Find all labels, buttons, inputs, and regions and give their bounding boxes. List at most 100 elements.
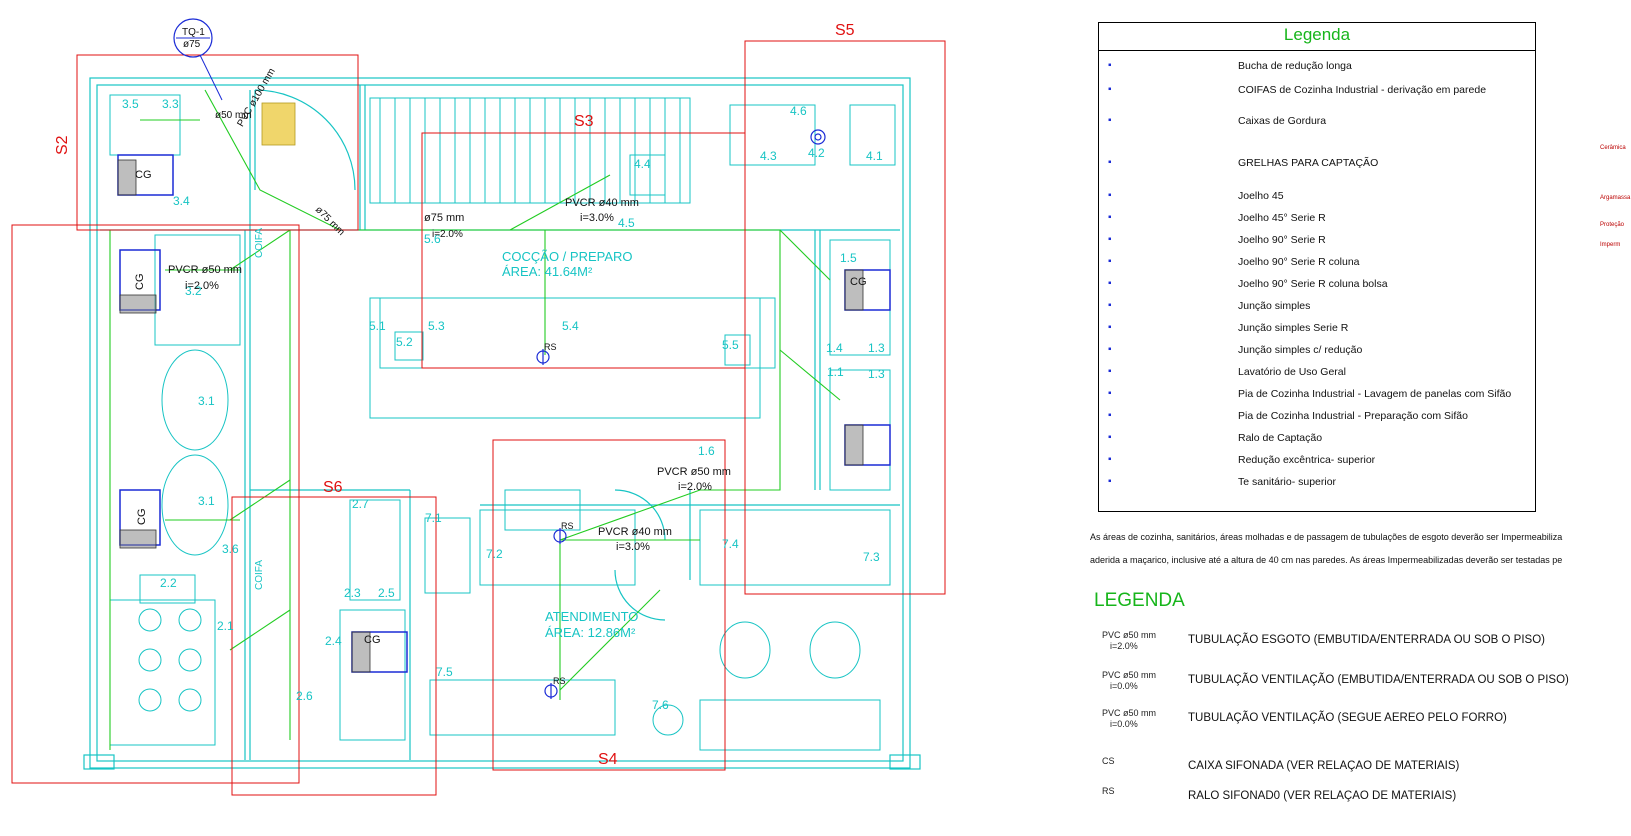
pipe-label-11: i=2.0%	[185, 280, 219, 292]
legend-box	[1098, 22, 1536, 512]
label-5-5: 5.5	[722, 338, 739, 352]
label-1-4: 1.4	[826, 341, 843, 355]
cg-label-3: CG	[136, 509, 148, 526]
label-2-1: 2.1	[217, 619, 234, 633]
floor-plan-drawing: TQ-1 ø75 S2 S3 S4 S5 S6 COCÇÃO / PREPARO…	[0, 0, 946, 796]
label-cg-1: CG	[135, 169, 152, 181]
legenda2-text: CAIXA SIFONADA (VER RELAÇAO DE MATERIAIS…	[1188, 760, 1460, 772]
legenda2-key-line1: PVC ø50 mm	[1102, 630, 1157, 640]
legend-item-label: Ralo de Captação	[1238, 432, 1323, 444]
legenda2-key-line2: i=2.0%	[1110, 641, 1138, 651]
pipe-label-12: PVCR ø40 mm	[565, 197, 639, 209]
staircase	[369, 97, 691, 204]
section-s2: S2	[54, 135, 71, 155]
label-5-3: 5.3	[428, 319, 445, 333]
legend-item-label: Joelho 90° Serie R coluna bolsa	[1238, 278, 1388, 290]
joelho90r-icon: ▪	[1108, 234, 1112, 245]
legenda2-key-line2: i=0.0%	[1110, 719, 1138, 729]
area-atendimento-size: ÁREA: 12.86M²	[545, 625, 636, 640]
side-note-4: Imperm	[1600, 242, 1621, 248]
rs-label-4: RS	[0, 0, 2, 1]
coifa-label-1: COIFA	[254, 228, 265, 258]
pipes	[109, 89, 841, 750]
legend-item-label: Te sanitário- superior	[1238, 476, 1337, 488]
tq1-label-1: TQ-1	[182, 27, 205, 38]
juncao-r-icon: ▪	[1108, 322, 1112, 333]
side-note-2: Argamassa	[1600, 195, 1631, 201]
pipe-label-2: i=2.0%	[678, 481, 712, 493]
legend-item-label: Pia de Cozinha Industrial - Lavagem de p…	[1238, 388, 1512, 400]
pipe-label-5: ø75 mm	[424, 212, 464, 224]
juncao-icon: ▪	[1108, 300, 1112, 311]
pia-lavagem-icon: ▪	[1108, 388, 1112, 399]
pipe-label-1: PVCR ø50 mm	[657, 466, 731, 478]
area-atendimento-name: ATENDIMENTO	[545, 609, 638, 624]
label-1-5: 1.5	[840, 251, 857, 265]
label-1-3-b: 1.3	[868, 367, 885, 381]
label-2-5: 2.5	[378, 586, 395, 600]
label-7-5: 7.5	[436, 665, 453, 679]
section-s5: S5	[835, 22, 855, 39]
tq1-label-2: ø75	[183, 39, 201, 50]
label-4-5: 4.5	[618, 216, 635, 230]
rs-label-1: RS	[544, 342, 557, 352]
label-2-4: 2.4	[325, 634, 342, 648]
ralo-icon: ▪	[1108, 432, 1112, 443]
coifa-label-2: COIFA	[254, 560, 265, 590]
pipe-label-8: ø75 mm	[313, 204, 347, 238]
coifa-icon: ▪	[1108, 84, 1112, 95]
label-3-2: 3.2	[185, 284, 202, 298]
joelho45-icon: ▪	[1108, 190, 1112, 201]
label-4-4: 4.4	[634, 157, 651, 171]
label-1-1: 1.1	[827, 365, 844, 379]
legend-item-label: Joelho 45	[1238, 190, 1284, 202]
rs-label-3: RS	[553, 676, 566, 686]
label-7-2: 7.2	[486, 547, 503, 561]
grease-hatches	[117, 102, 864, 673]
rs-label-2: RS	[561, 521, 574, 531]
section-s6: S6	[323, 479, 343, 496]
caixa-gordura-icon: ▪	[1108, 115, 1112, 126]
legenda2-key: RS	[1102, 786, 1182, 797]
pipe-label-4: i=3.0%	[616, 541, 650, 553]
joelho90rcb-icon: ▪	[1108, 278, 1112, 289]
cg-label-5: CG	[850, 276, 867, 288]
note-line-2: aderida a maçarico, inclusive até a altu…	[1090, 555, 1563, 565]
joelho45r-icon: ▪	[1108, 212, 1112, 223]
label-7-6: 7.6	[652, 698, 669, 712]
legenda2-key-line1: RS	[1102, 786, 1115, 796]
bucha-icon: ▪	[1108, 60, 1112, 71]
tq1-circle	[173, 18, 213, 58]
label-3-1-b: 3.1	[198, 494, 215, 508]
legenda2-key-line2: i=0.0%	[1110, 681, 1138, 691]
pipe-label-7: ø50 mm	[215, 110, 252, 121]
note-line-1: As áreas de cozinha, sanitários, áreas m…	[1090, 532, 1563, 542]
te-icon: ▪	[1108, 476, 1112, 487]
label-1-3-a: 1.3	[868, 341, 885, 355]
label-5-4: 5.4	[562, 319, 579, 333]
label-2-6: 2.6	[296, 689, 313, 703]
legend-item-label: COIFAS de Cozinha Industrial - derivação…	[1238, 84, 1487, 96]
pipe-label-3: PVCR ø40 mm	[598, 526, 672, 538]
rs-drains	[536, 129, 826, 699]
label-3-1-a: 3.1	[198, 394, 215, 408]
legend-item-label: Bucha de redução longa	[1238, 60, 1352, 72]
pipe-label-13: i=3.0%	[580, 212, 614, 224]
label-3-3: 3.3	[162, 97, 179, 111]
grelha-icon: ▪	[1108, 157, 1112, 168]
label-3-6: 3.6	[222, 542, 239, 556]
legend-item-label: Junção simples	[1238, 300, 1311, 312]
lavatorio-icon: ▪	[1108, 366, 1112, 377]
pipe-label-10: PVCR ø50 mm	[168, 264, 242, 276]
legend-item-label: Joelho 90° Serie R	[1238, 234, 1326, 246]
label-3-5: 3.5	[122, 97, 139, 111]
section-s4: S4	[598, 751, 618, 768]
label-4-6: 4.6	[790, 104, 807, 118]
legend-item-label: Joelho 45° Serie R	[1238, 212, 1326, 224]
legend-item-label: Caixas de Gordura	[1238, 115, 1327, 127]
walls	[83, 77, 921, 770]
area-coccao-size: ÁREA: 41.64M²	[502, 264, 593, 279]
